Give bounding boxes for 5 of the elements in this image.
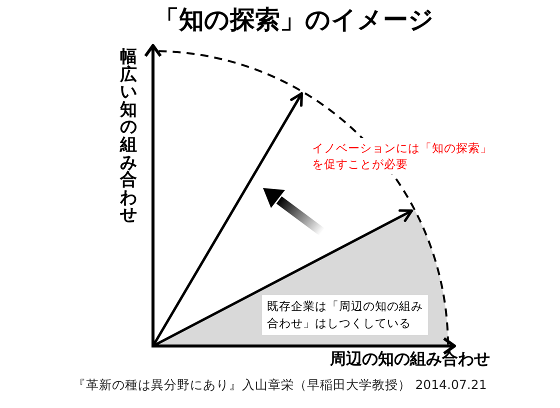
title: 「知の探索」のイメージ: [154, 4, 434, 36]
y-axis-label: 幅広い知の組み合わせ: [120, 49, 137, 225]
caption: 『革新の種は異分野にあり』入山章栄（早稲田大学教授） 2014.07.21: [73, 377, 487, 393]
x-axis-label: 周辺の知の組み合わせ: [330, 349, 490, 369]
text-box: 既存企業は「周辺の知の組み合わせ」はしつくしている: [262, 295, 428, 335]
